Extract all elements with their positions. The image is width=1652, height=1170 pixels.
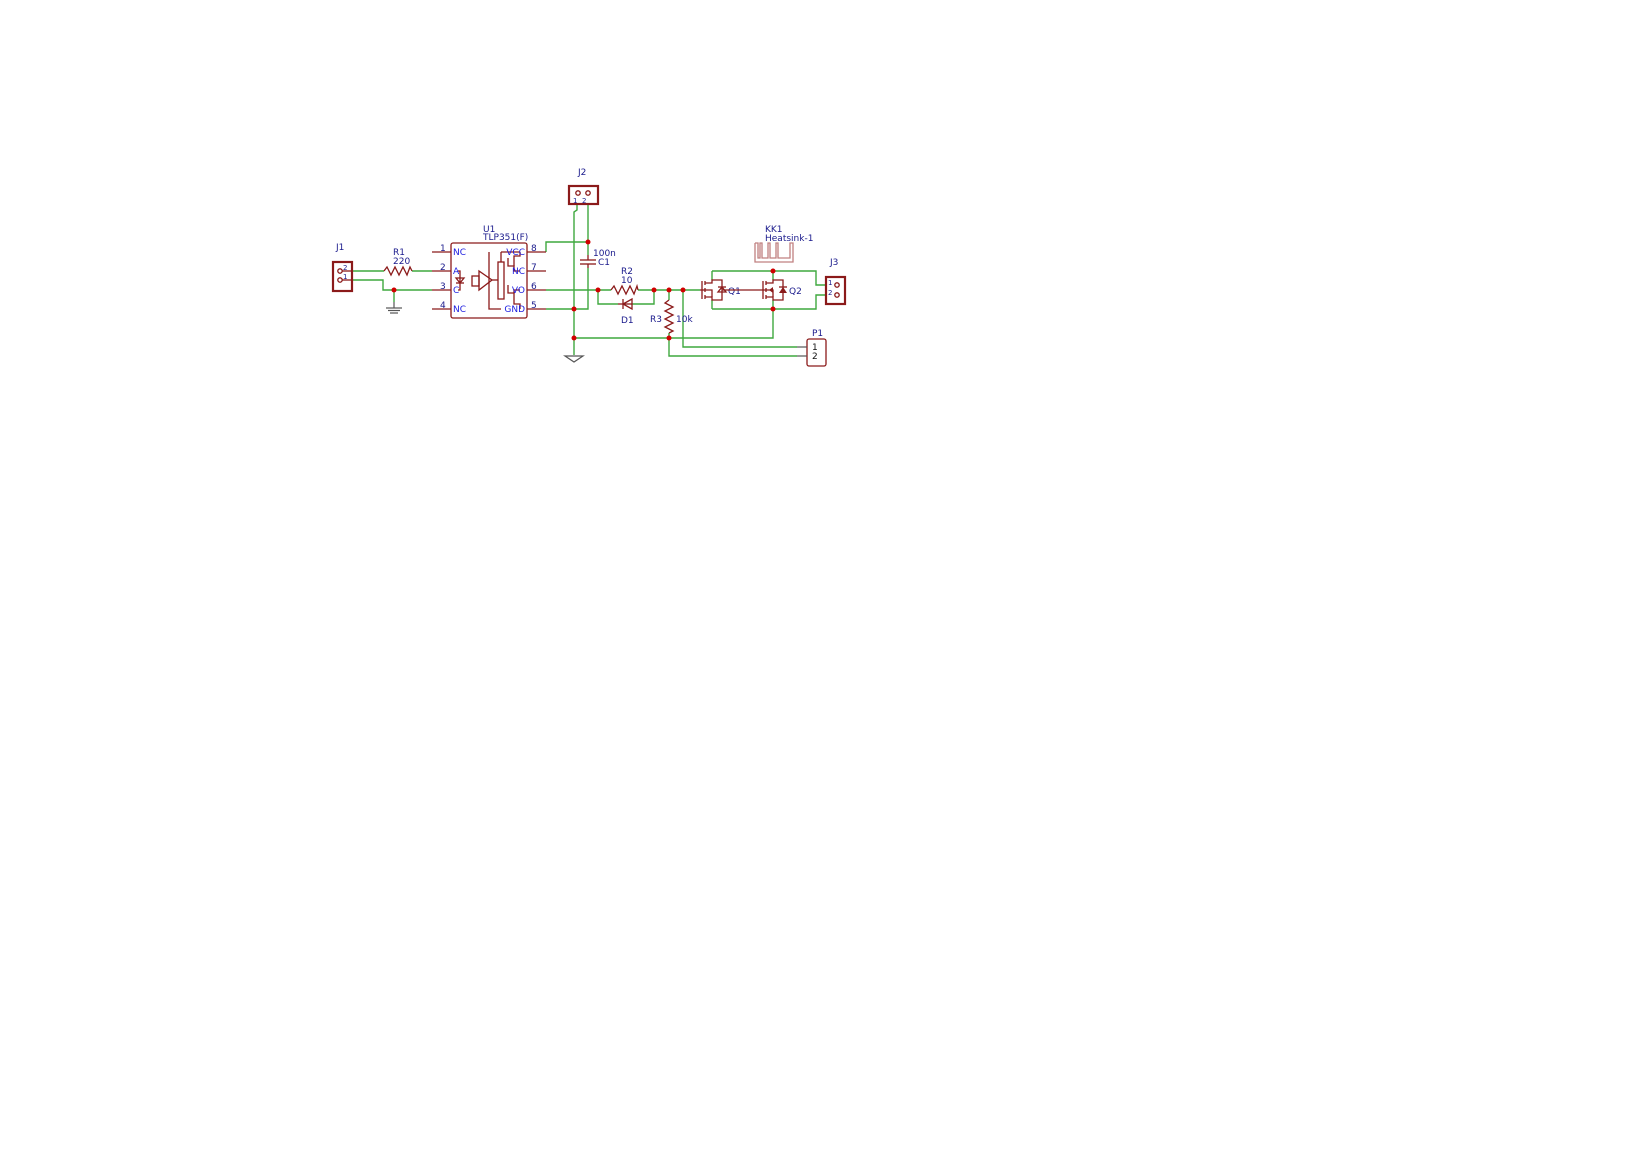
connector-j3[interactable]: J3 1 2 — [824, 258, 847, 306]
u1-pin-num-2: 2 — [440, 263, 446, 273]
mosfet-q2[interactable]: Q2 — [722, 279, 802, 301]
p1-pin-2: 2 — [812, 352, 818, 362]
ground-symbol-2 — [563, 355, 585, 363]
j3-pin-2: 2 — [828, 289, 832, 297]
j2-ref: J2 — [577, 168, 586, 178]
kk1-ref: KK1 — [765, 225, 783, 235]
r2-ref: R2 — [621, 267, 633, 277]
junctions — [391, 239, 776, 341]
u1-pin-name-nc: NC — [512, 267, 525, 277]
u1-pin-num-1: 1 — [440, 244, 446, 254]
u1-pin-num-8: 8 — [531, 244, 537, 254]
j1-ref: J1 — [335, 243, 344, 253]
j3-ref: J3 — [829, 258, 838, 268]
u1-pin-name-1: NC — [453, 248, 466, 258]
mosfet-q1[interactable]: Q1 — [700, 279, 741, 301]
j2-pin-2: 2 — [582, 197, 586, 205]
wires — [352, 204, 826, 357]
u1-pin-num-5: 5 — [531, 301, 537, 311]
j2-pin-1: 1 — [573, 197, 577, 205]
r1-value: 220 — [393, 257, 410, 267]
u1-pin-name-2: A — [453, 267, 460, 277]
j1-pin-1: 1 — [343, 273, 347, 281]
u1-pin-num-3: 3 — [440, 282, 446, 292]
connector-p1[interactable]: P1 1 2 — [797, 329, 827, 367]
q1-ref: Q1 — [728, 287, 741, 297]
u1-pin-num-4: 4 — [440, 301, 446, 311]
u1-pin-name-vo: VO — [512, 286, 525, 296]
j3-pin-1: 1 — [828, 279, 832, 287]
p1-ref: P1 — [812, 329, 823, 339]
u1-pin-name-3: C — [453, 286, 459, 296]
u1-pin-name-gnd: GND — [504, 305, 525, 315]
j1-pin-2: 2 — [343, 264, 347, 272]
r2-value: 10 — [621, 276, 633, 286]
connector-j1[interactable]: J1 2 1 — [331, 243, 354, 293]
connector-j2[interactable]: J2 1 2 — [567, 168, 600, 206]
c1-value: 100n — [593, 249, 616, 259]
diode-d1[interactable]: D1 — [618, 297, 634, 326]
r3-value: 10k — [676, 315, 693, 325]
u1-pin-num-7: 7 — [531, 263, 537, 273]
optocoupler-u1[interactable]: U1 TLP351(F) 1 2 3 4 NC A C NC 8 7 6 5 V… — [432, 225, 546, 319]
resistor-r2[interactable]: R2 10 — [610, 267, 639, 296]
q2-ref: Q2 — [789, 287, 802, 297]
p1-pin-1: 1 — [812, 343, 818, 353]
resistor-r3[interactable]: R3 10k — [650, 299, 693, 334]
u1-pin-name-vcc: VCC — [506, 248, 525, 258]
u1-ref: U1 — [483, 225, 495, 235]
kk1-value: Heatsink-1 — [765, 234, 813, 244]
u1-pin-name-4: NC — [453, 305, 466, 315]
u1-pin-num-6: 6 — [531, 282, 537, 292]
capacitor-c1[interactable]: 100n C1 — [580, 249, 616, 268]
heatsink-kk1[interactable]: KK1 Heatsink-1 — [754, 225, 813, 263]
r3-ref: R3 — [650, 315, 662, 325]
r1-ref: R1 — [393, 248, 405, 258]
c1-ref: C1 — [598, 258, 610, 268]
u1-value: TLP351(F) — [482, 233, 528, 243]
ground-symbol-1 — [386, 302, 402, 314]
d1-ref: D1 — [621, 316, 634, 326]
resistor-r1[interactable]: R1 220 — [383, 248, 413, 277]
